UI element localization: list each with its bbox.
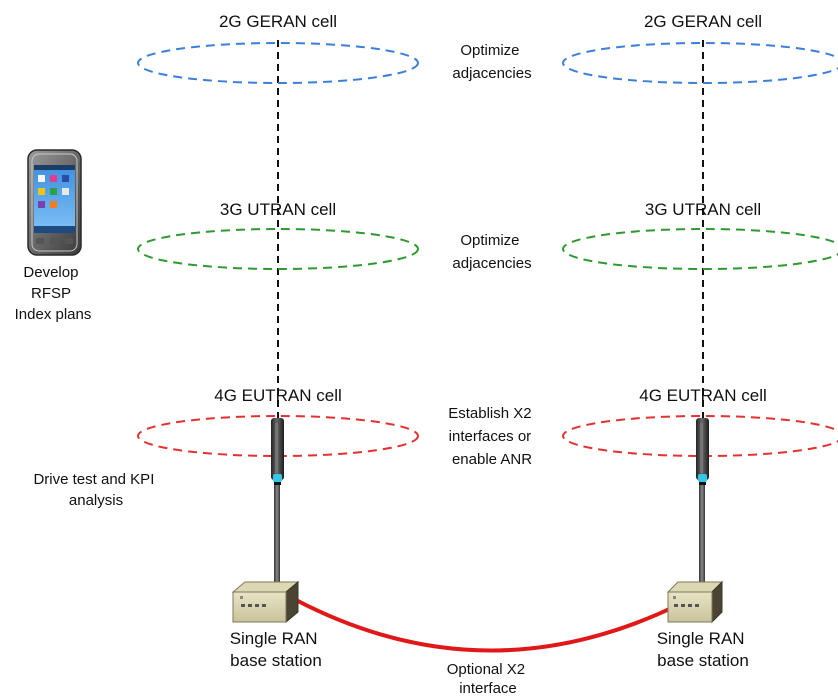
right-base-station-label-line: Single RAN xyxy=(657,629,745,648)
right-base-station-label-line: base station xyxy=(657,651,749,670)
left-eutran-label: 4G EUTRAN cell xyxy=(214,386,342,405)
left-base-station-label-line: base station xyxy=(230,651,322,670)
x2-interface-link xyxy=(294,598,686,653)
x2-link-label-line: interface xyxy=(459,680,517,696)
utran-note-line: Optimize xyxy=(460,232,519,249)
drive-test-note-line: Drive test and KPI xyxy=(33,471,154,488)
left-utran-label: 3G UTRAN cell xyxy=(220,200,336,219)
right-eutran-ellipse xyxy=(562,415,838,457)
eutran-note-line: interfaces or xyxy=(449,428,532,445)
right-base-station-label: Single RAN base station xyxy=(657,629,750,670)
right-utran-label: 3G UTRAN cell xyxy=(645,200,761,219)
rfsp-note-line: RFSP xyxy=(31,285,71,302)
left-geran-label: 2G GERAN cell xyxy=(219,12,337,31)
geran-note: Optimize adjacencies xyxy=(452,42,531,82)
right-eutran-label: 4G EUTRAN cell xyxy=(639,386,767,405)
right-antenna-tower xyxy=(696,418,709,590)
eutran-note-line: enable ANR xyxy=(452,451,532,468)
eutran-note: Establish X2 interfaces or enable ANR xyxy=(448,405,536,468)
rfsp-note: Develop RFSP Index plans xyxy=(15,264,92,323)
smartphone-icon xyxy=(27,149,82,256)
right-geran-label: 2G GERAN cell xyxy=(644,12,762,31)
left-base-station-icon xyxy=(231,580,300,624)
left-utran-ellipse xyxy=(137,228,419,270)
eutran-note-line: Establish X2 xyxy=(448,405,531,422)
x2-link-label-line: Optional X2 xyxy=(447,661,525,678)
utran-note-line: adjacencies xyxy=(452,255,531,272)
left-base-station-label-line: Single RAN xyxy=(230,629,318,648)
drive-test-note-line: analysis xyxy=(69,492,123,509)
drive-test-note: Drive test and KPI analysis xyxy=(33,471,158,509)
rfsp-note-line: Develop xyxy=(23,264,78,281)
utran-note: Optimize adjacencies xyxy=(452,232,531,272)
left-eutran-ellipse xyxy=(137,415,419,457)
right-utran-ellipse xyxy=(562,228,838,270)
x2-link-label: Optional X2 interface xyxy=(447,661,530,696)
geran-note-line: Optimize xyxy=(460,42,519,59)
left-geran-ellipse xyxy=(137,42,419,84)
right-geran-ellipse xyxy=(562,42,838,84)
rfsp-note-line: Index plans xyxy=(15,306,92,323)
right-base-station-icon xyxy=(666,580,724,624)
left-base-station-label: Single RAN base station xyxy=(230,629,323,670)
left-antenna-tower xyxy=(271,418,284,590)
geran-note-line: adjacencies xyxy=(452,65,531,82)
